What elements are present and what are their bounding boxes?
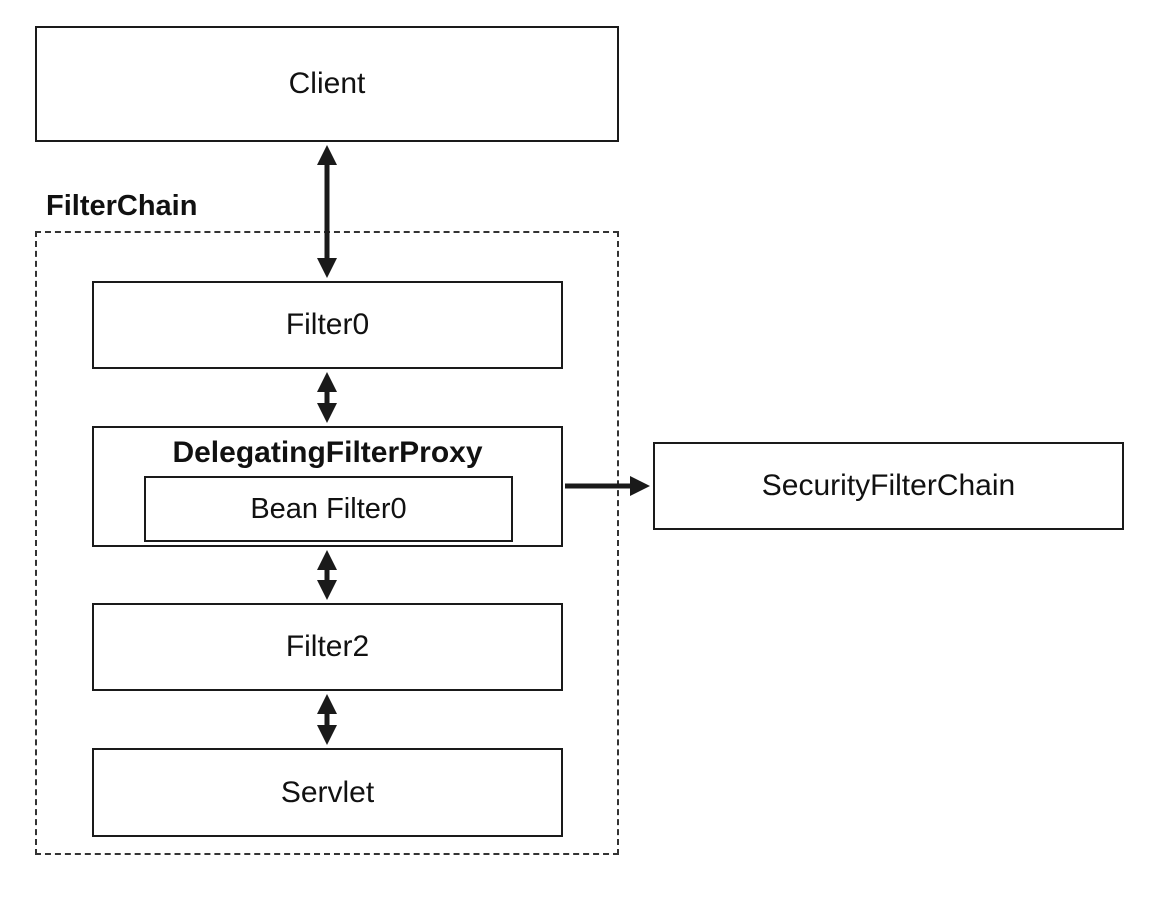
client-label: Client [288, 67, 366, 100]
filter-chain-label: FilterChain [46, 190, 198, 222]
security-filter-chain-box: SecurityFilterChain [653, 442, 1124, 530]
bean-filter0-label: Bean Filter0 [250, 492, 407, 525]
servlet-label: Servlet [280, 775, 375, 809]
filter0-box: Filter0 [92, 281, 563, 369]
bean-filter0-box: Bean Filter0 [144, 476, 513, 542]
servlet-box: Servlet [92, 748, 563, 837]
delegating-filter-proxy-box: DelegatingFilterProxy Bean Filter0 [92, 426, 563, 547]
security-filter-chain-label: SecurityFilterChain [761, 469, 1016, 502]
delegating-filter-proxy-title: DelegatingFilterProxy [172, 436, 483, 469]
filter2-box: Filter2 [92, 603, 563, 691]
client-box: Client [35, 26, 619, 142]
filter0-label: Filter0 [285, 308, 370, 341]
filter2-label: Filter2 [285, 630, 370, 663]
